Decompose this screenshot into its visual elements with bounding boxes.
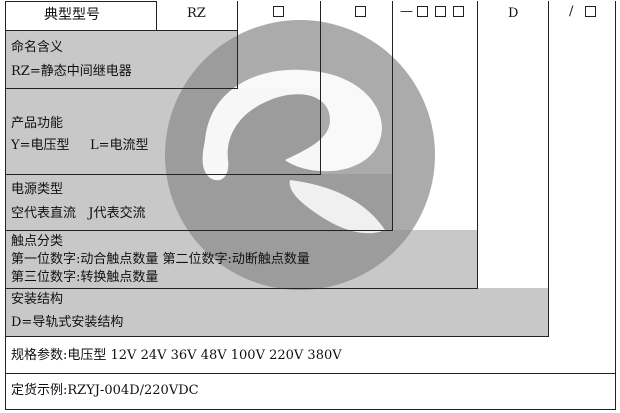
mounting-title: 安装结构: [11, 292, 64, 307]
contact-code-box-2: [435, 6, 446, 17]
function-title: 产品功能: [11, 116, 64, 131]
frame-bottom: [5, 409, 616, 410]
naming-right: [237, 1, 238, 88]
mounting-right: [548, 1, 549, 337]
power-code-box: [355, 6, 366, 17]
naming-title: 命名含义: [11, 40, 64, 55]
mounting-code-d: D: [508, 6, 519, 21]
power-line-1: 空代表直流 J代表交流: [11, 206, 146, 221]
function-bottom: [5, 174, 321, 175]
power-bottom: [5, 230, 393, 231]
frame-left: [5, 1, 6, 410]
contact-code-box-3: [453, 6, 464, 17]
typical-model-label: 典型型号: [44, 7, 100, 23]
contacts-right: [477, 1, 478, 289]
header-box-right: [156, 1, 157, 30]
order-example-text: 定货示例:RZYJ-004D/220VDC: [11, 383, 199, 398]
function-voltage-type: Y=电压型: [11, 138, 70, 153]
mounting-bottom: [5, 336, 549, 337]
naming-line-1: RZ=静态中间继电器: [11, 64, 132, 79]
spec-code-box: [585, 6, 596, 17]
header-row-bottom: [5, 30, 238, 31]
header-box-top: [5, 1, 157, 2]
contact-code-box-1: [417, 6, 428, 17]
separator-slash: /: [569, 4, 574, 19]
power-title: 电源类型: [11, 182, 64, 197]
specs-bottom: [5, 373, 616, 374]
contacts-line-1: 第一位数字:动合触点数量 第二位数字:动断触点数量: [11, 252, 310, 267]
naming-bottom: [5, 88, 238, 89]
specs-text: 规格参数:电压型 12V 24V 36V 48V 100V 220V 380V: [11, 348, 342, 363]
contacts-bottom: [5, 288, 478, 289]
panel-mounting: [5, 288, 549, 336]
mounting-line-1: D=导轨式安装结构: [11, 315, 124, 330]
frame-right: [615, 1, 616, 410]
function-code-box: [273, 6, 284, 17]
separator-dash: —: [400, 4, 413, 19]
contacts-line-2: 第三位数字:转换触点数量: [11, 270, 159, 285]
contacts-title: 触点分类: [11, 234, 64, 249]
model-prefix-rz: RZ: [187, 6, 206, 21]
power-right: [392, 1, 393, 231]
function-right: [320, 1, 321, 175]
function-current-type: L=电流型: [90, 138, 149, 153]
